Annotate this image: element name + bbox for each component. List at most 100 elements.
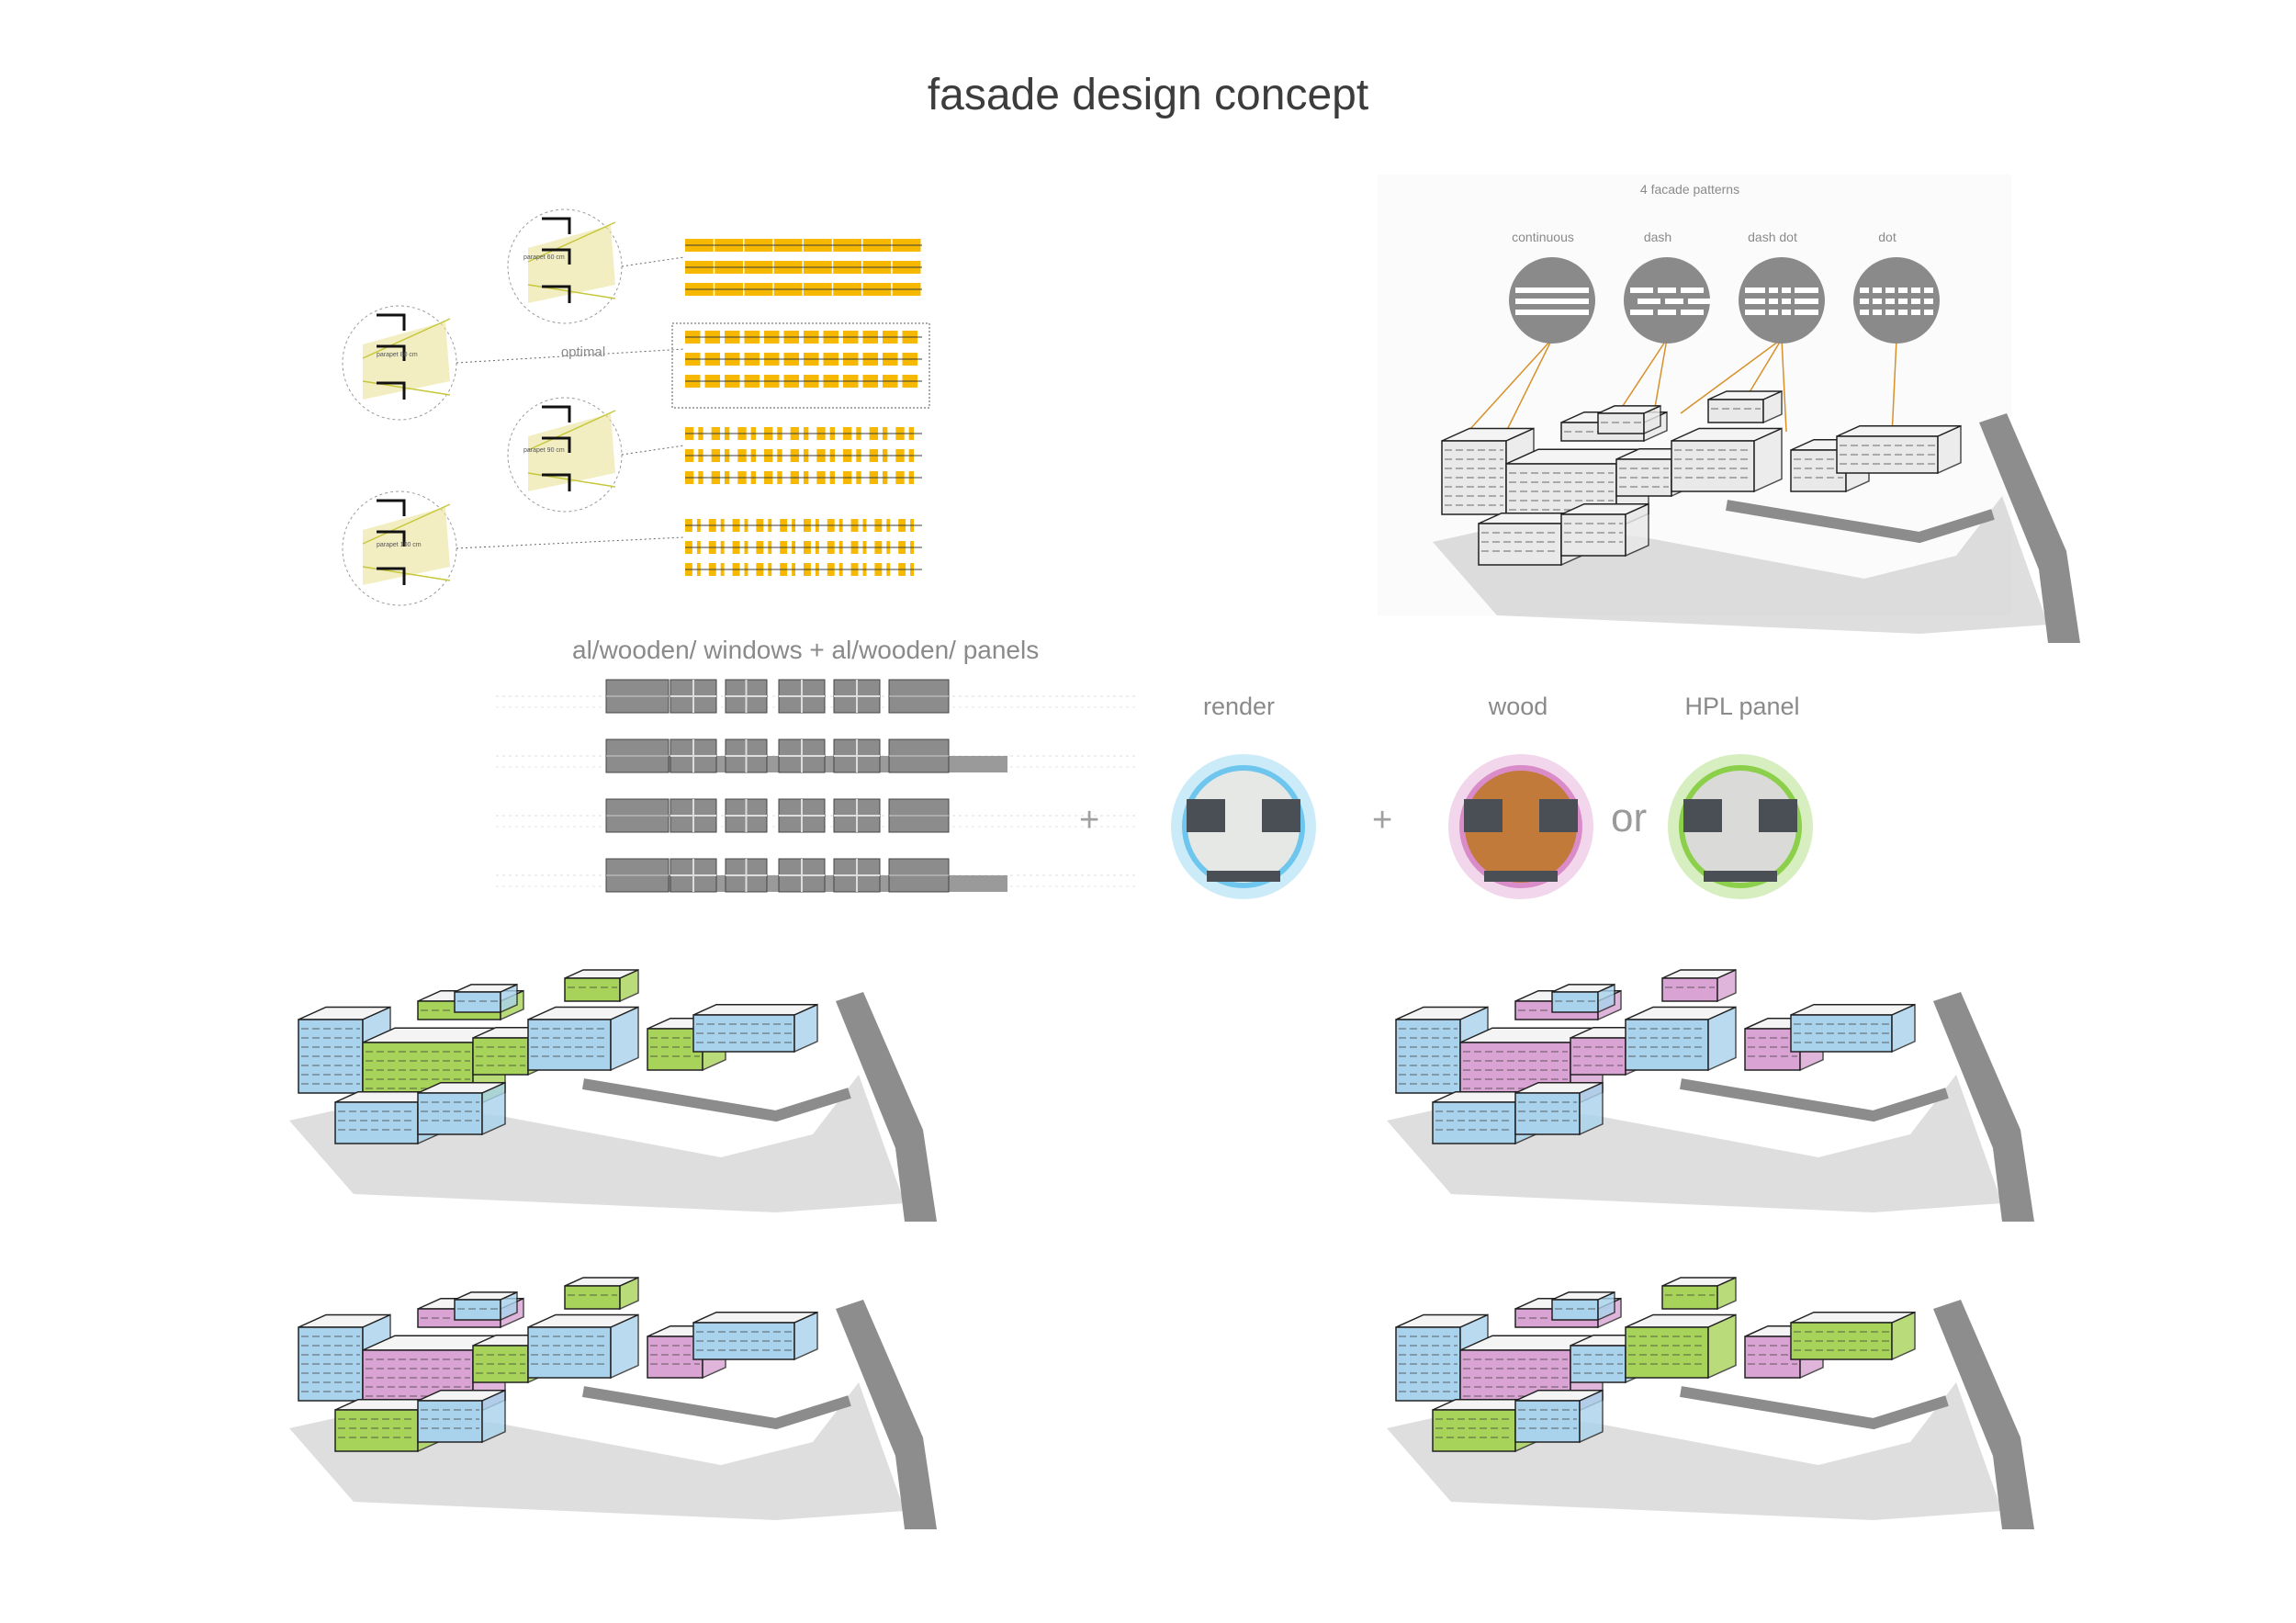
- sun-note-4: parapet 100 cm: [377, 542, 422, 548]
- block-side: [1937, 424, 1962, 475]
- material-swatch-render: [1182, 765, 1305, 888]
- pattern-dash: [1795, 310, 1818, 315]
- massing-variant-4: [1387, 1276, 2034, 1529]
- block-side: [481, 1081, 506, 1136]
- section-profile: [542, 217, 571, 303]
- pattern-leader: [1891, 338, 1897, 437]
- leader-line: [621, 445, 685, 456]
- optimal-frame: [671, 322, 930, 409]
- block-side: [1579, 1081, 1604, 1136]
- block-side: [1579, 1389, 1604, 1444]
- pattern-label-continuous: continuous: [1512, 230, 1574, 244]
- access-road: [1680, 1078, 1949, 1122]
- block-front: [1625, 1326, 1709, 1379]
- massing-variant-2: [1387, 968, 2034, 1222]
- pattern-dash: [1873, 287, 1882, 293]
- pattern-dash: [1885, 287, 1895, 293]
- pattern-dash: [1898, 299, 1908, 304]
- pattern-dash: [1658, 287, 1676, 293]
- pattern-dash: [1795, 287, 1818, 293]
- pattern-dash: [1745, 310, 1765, 315]
- material-window: [1683, 799, 1722, 832]
- block-side: [1716, 1276, 1737, 1311]
- block-side: [610, 1006, 639, 1072]
- block-side: [1891, 1311, 1916, 1361]
- pattern-dash: [1885, 310, 1895, 315]
- block-front: [1560, 513, 1626, 557]
- patterns-heading: 4 facade patterns: [1639, 182, 1740, 197]
- block-side: [793, 1311, 818, 1361]
- pattern-dash: [1688, 299, 1711, 304]
- access-road: [1726, 500, 1995, 544]
- block-front: [334, 1409, 419, 1452]
- block-front: [564, 1285, 621, 1310]
- sun-ray: [362, 318, 451, 359]
- sun-study-svg: [342, 209, 930, 606]
- block-side: [610, 1313, 639, 1380]
- block-side: [1707, 1006, 1737, 1072]
- material-window: [1262, 799, 1300, 832]
- block-front: [527, 1326, 612, 1379]
- leader-line: [456, 348, 685, 364]
- block-front: [1661, 977, 1718, 1002]
- pattern-label-dot: dot: [1878, 230, 1896, 244]
- patterns-svg: [1450, 257, 1940, 451]
- pattern-dash: [1745, 287, 1765, 293]
- block-front: [1551, 1299, 1599, 1321]
- leader-line: [621, 256, 685, 267]
- block-side: [481, 1389, 506, 1444]
- pattern-leader: [1781, 338, 1787, 433]
- pattern-dash: [1911, 310, 1920, 315]
- block-side: [1753, 427, 1783, 493]
- patterns-massing-model: [1433, 389, 2080, 643]
- block-side: [1716, 968, 1737, 1003]
- block-front: [1432, 1409, 1516, 1452]
- pattern-dash: [1860, 287, 1869, 293]
- block-side: [1597, 1291, 1615, 1322]
- block-front: [417, 1092, 483, 1135]
- windows-panels-svg: [496, 679, 1813, 899]
- pattern-dash: [1860, 310, 1869, 315]
- pattern-dash: [1782, 299, 1791, 304]
- pattern-dash: [1924, 287, 1933, 293]
- material-window: [1484, 871, 1558, 882]
- or-word: or: [1611, 795, 1648, 840]
- ground-shadow: [289, 1382, 905, 1520]
- block-side: [500, 983, 518, 1014]
- material-window: [1187, 799, 1225, 832]
- pattern-dash: [1769, 287, 1778, 293]
- road: [836, 1300, 937, 1529]
- block-side: [1762, 389, 1783, 424]
- block-front: [1707, 399, 1764, 423]
- block-side: [500, 1291, 518, 1322]
- pattern-dash: [1745, 299, 1765, 304]
- pattern-label-dash-dot: dash dot: [1748, 230, 1797, 244]
- access-road: [1680, 1386, 1949, 1430]
- pattern-dash: [1898, 287, 1908, 293]
- pattern-dash: [1630, 287, 1653, 293]
- pattern-dash: [1885, 299, 1895, 304]
- ground-shadow: [289, 1075, 905, 1212]
- block-front: [417, 1400, 483, 1443]
- pattern-dash: [1795, 299, 1818, 304]
- block-front: [454, 991, 501, 1013]
- block-side: [1643, 404, 1661, 435]
- sun-ray-area: [528, 225, 615, 303]
- section-profile: [542, 405, 571, 491]
- pattern-stripe: [1515, 287, 1589, 293]
- sun-note-2: parapet 80 cm: [377, 352, 418, 358]
- block-side: [793, 1003, 818, 1054]
- pattern-dash: [1658, 310, 1676, 315]
- block-side: [1707, 1313, 1737, 1380]
- road: [1979, 413, 2080, 643]
- ground-shadow: [1387, 1382, 2002, 1520]
- pattern-dash: [1898, 310, 1908, 315]
- pattern-stripe: [1515, 310, 1589, 315]
- ground-shadow: [1433, 496, 2048, 634]
- road: [836, 992, 937, 1222]
- plus-sign-1: +: [1079, 801, 1100, 840]
- access-road: [582, 1386, 851, 1430]
- sun-note-1: parapet 60 cm: [523, 254, 565, 261]
- optimal-label: optimal: [560, 344, 606, 360]
- pattern-dash: [1911, 287, 1920, 293]
